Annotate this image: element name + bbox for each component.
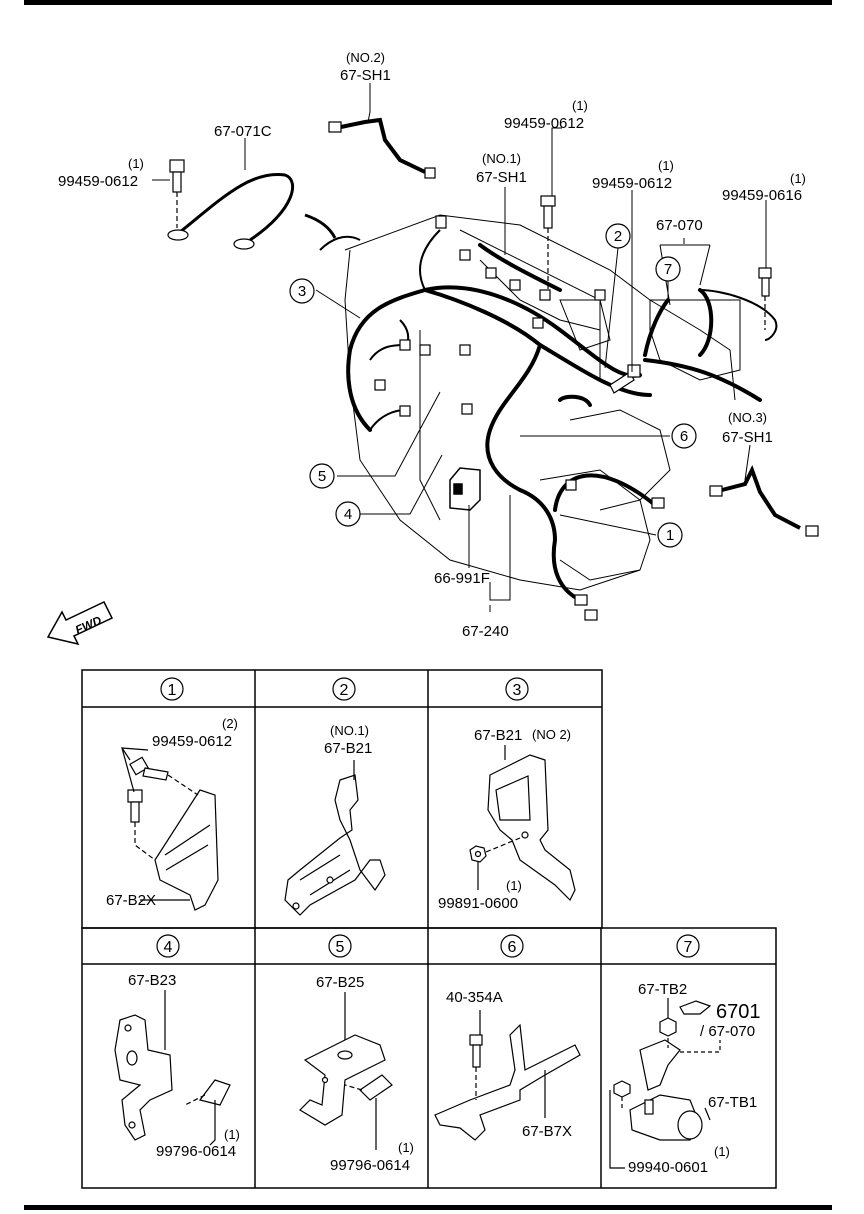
main-labels: (NO.2) 67-SH1 67-071C (1) 99459-0612 (1)… xyxy=(58,50,806,640)
leader-lines xyxy=(152,83,767,612)
detail-7-e-qty: (1) xyxy=(714,1144,730,1159)
label-harness-240: 67-240 xyxy=(462,623,509,640)
label-sh1-no3: 67-SH1 xyxy=(722,429,773,446)
label-bolt-left: 99459-0612 xyxy=(58,173,138,190)
detail-4-number: 4 xyxy=(164,939,173,956)
detail-6-b: 67-B7X xyxy=(522,1123,572,1140)
detail-1-a: 99459-0612 xyxy=(152,733,232,750)
detail-4-a: 67-B23 xyxy=(128,972,176,989)
detail-1-labels: (2) 99459-0612 67-B2X xyxy=(106,716,238,909)
label-bolt-left-qty: (1) xyxy=(128,156,144,171)
detail-6-bracket xyxy=(434,1010,581,1141)
detail-header-circles xyxy=(156,677,700,958)
detail-7-c: / 67-070 xyxy=(700,1023,755,1040)
detail-3-a-qty: (NO 2) xyxy=(532,727,571,742)
detail-2-a-qty: (NO.1) xyxy=(330,723,369,738)
label-harness-071c: 67-071C xyxy=(214,123,272,140)
label-sh1-no3-qty: (NO.3) xyxy=(728,410,767,425)
bolt-top xyxy=(540,195,556,290)
detail-2-bracket xyxy=(284,760,386,916)
ground-wire-071c xyxy=(167,172,294,250)
label-bolt-top: 99459-0612 xyxy=(504,115,584,132)
label-bolt-mid-qty: (1) xyxy=(658,158,674,173)
callout-7-circle xyxy=(655,256,681,282)
detail-3-number: 3 xyxy=(513,682,522,699)
callout-2-circle xyxy=(605,223,631,249)
detail-1-bracket xyxy=(120,747,219,911)
detail-7-labels: 67-TB2 6701 / 67-070 67-TB1 (1) 99940-06… xyxy=(628,981,761,1176)
detail-5-a: 67-B25 xyxy=(316,974,364,991)
label-sh1-no2-qty: (NO.2) xyxy=(346,50,385,65)
detail-1-number: 1 xyxy=(168,682,177,699)
connectors xyxy=(374,215,665,621)
detail-3-b: 99891-0600 xyxy=(438,895,518,912)
label-sh1-no2: 67-SH1 xyxy=(340,67,391,84)
detail-header-numbers: 1 2 3 4 5 6 7 xyxy=(164,682,693,956)
detail-3-bracket xyxy=(469,745,576,902)
top-rule xyxy=(24,0,832,5)
detail-1-a-qty: (2) xyxy=(222,716,238,731)
detail-5-b-qty: (1) xyxy=(398,1140,414,1155)
detail-2-number: 2 xyxy=(340,682,349,699)
detail-7-d: 67-TB1 xyxy=(708,1094,757,1111)
bolt-right xyxy=(758,267,772,330)
label-relay-991f: 66-991F xyxy=(434,570,490,587)
detail-5-number: 5 xyxy=(336,939,345,956)
sh1-no3-wire xyxy=(709,464,819,537)
callout-6: 6 xyxy=(680,428,688,445)
relay-66-991f xyxy=(449,467,481,511)
callout-6-circle xyxy=(671,423,697,449)
label-harness-070: 67-070 xyxy=(656,217,703,234)
callout-4: 4 xyxy=(344,506,352,523)
detail-7-b: 6701 xyxy=(716,1001,761,1023)
detail-7-e: 99940-0601 xyxy=(628,1159,708,1176)
callout-3-circle xyxy=(289,278,315,304)
label-sh1-no1: 67-SH1 xyxy=(476,169,527,186)
detail-4-labels: 67-B23 (1) 99796-0614 xyxy=(128,972,240,1160)
detail-6-number: 6 xyxy=(508,939,517,956)
callout-1: 1 xyxy=(666,527,674,544)
detail-6-labels: 40-354A 67-B7X xyxy=(446,989,572,1140)
callout-3: 3 xyxy=(298,283,306,300)
label-bolt-right-qty: (1) xyxy=(790,171,806,186)
label-bolt-top-qty: (1) xyxy=(572,98,588,113)
fwd-arrow: FWD xyxy=(46,601,114,646)
main-callouts xyxy=(289,223,697,548)
callout-5: 5 xyxy=(318,468,326,485)
detail-3-a: 67-B21 xyxy=(474,727,522,744)
wire-harness xyxy=(346,243,762,602)
sh1-no2-wire xyxy=(328,117,436,179)
detail-2-labels: (NO.1) 67-B21 xyxy=(324,723,372,757)
detail-5-b: 99796-0614 xyxy=(330,1157,410,1174)
detail-grid xyxy=(81,669,777,1189)
bolt-mid xyxy=(609,364,641,394)
detail-1-b: 67-B2X xyxy=(106,892,156,909)
label-sh1-no1-qty: (NO.1) xyxy=(482,151,521,166)
label-bolt-right: 99459-0616 xyxy=(722,187,802,204)
detail-7-a: 67-TB2 xyxy=(638,981,687,998)
bolt-left xyxy=(169,159,185,228)
detail-3-labels: 67-B21 (NO 2) (1) 99891-0600 xyxy=(438,727,571,912)
detail-4-b: 99796-0614 xyxy=(156,1143,236,1160)
detail-4-b-qty: (1) xyxy=(224,1127,240,1142)
detail-4-bracket xyxy=(114,990,231,1146)
callout-7: 7 xyxy=(664,261,672,278)
main-assembly xyxy=(167,117,819,621)
detail-7-terminal xyxy=(609,998,721,1169)
callout-1-circle xyxy=(657,522,683,548)
detail-6-a: 40-354A xyxy=(446,989,503,1006)
bottom-rule xyxy=(24,1205,832,1210)
label-bolt-mid: 99459-0612 xyxy=(592,175,672,192)
main-callout-numbers: 3 2 7 6 1 5 4 xyxy=(298,228,688,544)
detail-5-labels: 67-B25 (1) 99796-0614 xyxy=(316,974,414,1174)
detail-5-bracket xyxy=(299,992,393,1150)
detail-7-number: 7 xyxy=(684,939,693,956)
detail-2-a: 67-B21 xyxy=(324,740,372,757)
callout-4-circle xyxy=(335,501,361,527)
callout-5-circle xyxy=(309,463,335,489)
callout-2: 2 xyxy=(614,228,622,245)
detail-3-b-qty: (1) xyxy=(506,878,522,893)
